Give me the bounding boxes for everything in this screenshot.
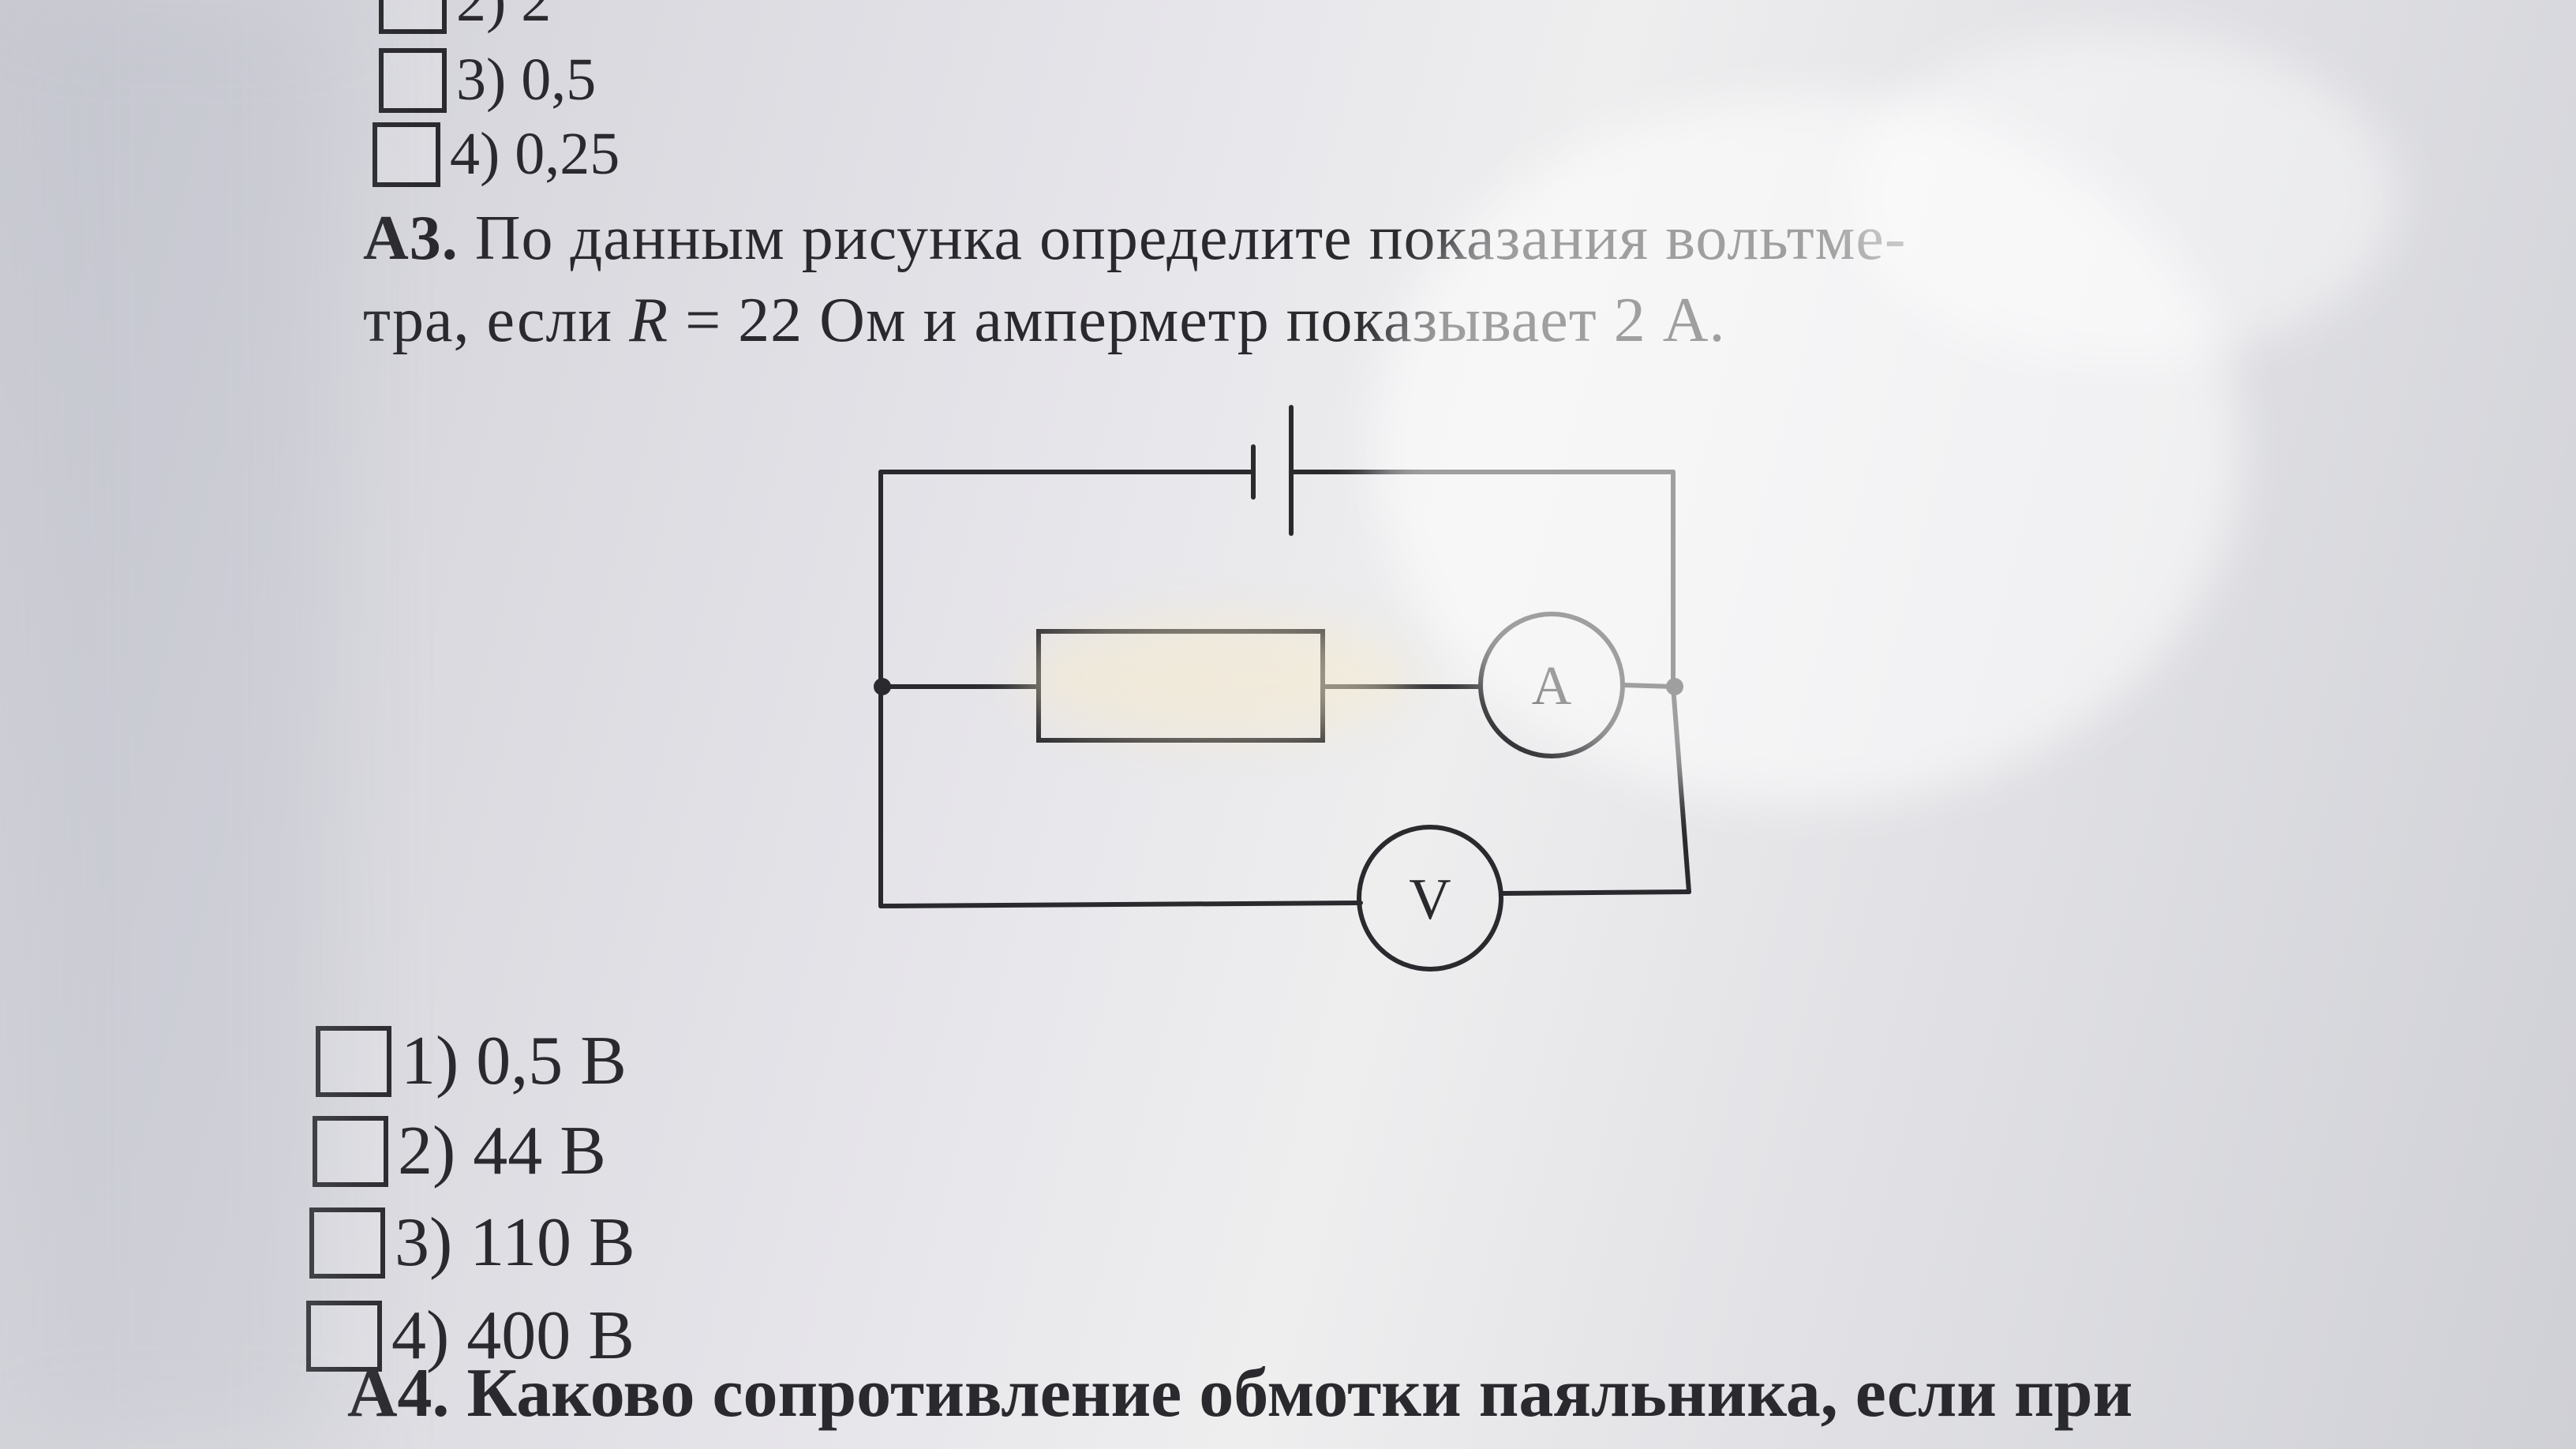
circuit-diagram: A V <box>874 405 1691 972</box>
junction-right <box>1666 678 1683 695</box>
question-number: А3. <box>363 204 459 273</box>
answer-option-3-checkbox[interactable] <box>309 1207 385 1279</box>
resistor <box>1036 629 1325 743</box>
worksheet-page: 2) 2 3) 0,5 4) 0,25 А3. По данным рисунк… <box>32 0 2576 1449</box>
question-a3: А3. По данным рисунка определите показан… <box>363 197 1906 361</box>
next-question-a4: А4. Каково сопротивление обмотки паяльни… <box>347 1355 2133 1432</box>
voltmeter <box>1357 825 1503 972</box>
shadow-overlay <box>32 0 331 1449</box>
prev-option-2-label: 2) 2 <box>456 0 552 34</box>
prev-option-3-label: 3) 0,5 <box>456 47 597 113</box>
wire-bottom-left <box>878 900 1363 908</box>
wire-right-lower <box>1671 684 1691 894</box>
answer-option-2-checkbox[interactable] <box>313 1115 388 1187</box>
prev-option-4-label: 4) 0,25 <box>450 121 620 187</box>
answer-option-2-label: 2) 44 В <box>398 1113 606 1189</box>
answer-option-4[interactable]: 4) 400 В <box>306 1296 635 1376</box>
wire-bottom-right <box>1499 889 1691 896</box>
junction-left <box>874 678 891 695</box>
ammeter-label: A <box>1532 656 1572 717</box>
answer-option-1-checkbox[interactable] <box>316 1025 391 1097</box>
prev-option-4[interactable]: 4) 0,25 <box>373 120 620 189</box>
prev-option-3-checkbox[interactable] <box>379 47 447 113</box>
prev-option-3[interactable]: 3) 0,5 <box>379 46 596 114</box>
answer-option-3-label: 3) 110 В <box>395 1204 635 1281</box>
answer-option-4-label: 4) 400 В <box>391 1297 635 1374</box>
question-text-1: По данным рисунка определите показания в… <box>474 204 1907 273</box>
glare-overlay-top <box>1847 32 2399 363</box>
prev-option-2[interactable]: 2) 2 <box>379 0 551 36</box>
question-line-1: А3. По данным рисунка определите показан… <box>363 197 1906 279</box>
answer-option-3[interactable]: 3) 110 В <box>309 1203 635 1282</box>
question-text-2a: тра, если <box>363 286 630 355</box>
prev-option-4-checkbox[interactable] <box>373 122 440 187</box>
question-line-2: тра, если R = 22 Ом и амперметр показыва… <box>363 279 1906 361</box>
voltmeter-label: V <box>1409 867 1451 932</box>
answer-option-1-label: 1) 0,5 В <box>401 1023 627 1099</box>
resistance-variable: R <box>629 286 669 355</box>
answer-option-4-checkbox[interactable] <box>306 1300 382 1372</box>
prev-option-2-checkbox[interactable] <box>379 0 447 34</box>
answer-option-2[interactable]: 2) 44 В <box>313 1111 606 1191</box>
answer-option-1[interactable]: 1) 0,5 В <box>316 1021 627 1101</box>
question-text-2b: = 22 Ом и амперметр показывает 2 А. <box>668 286 1726 355</box>
wire-mid-right <box>1620 683 1676 689</box>
